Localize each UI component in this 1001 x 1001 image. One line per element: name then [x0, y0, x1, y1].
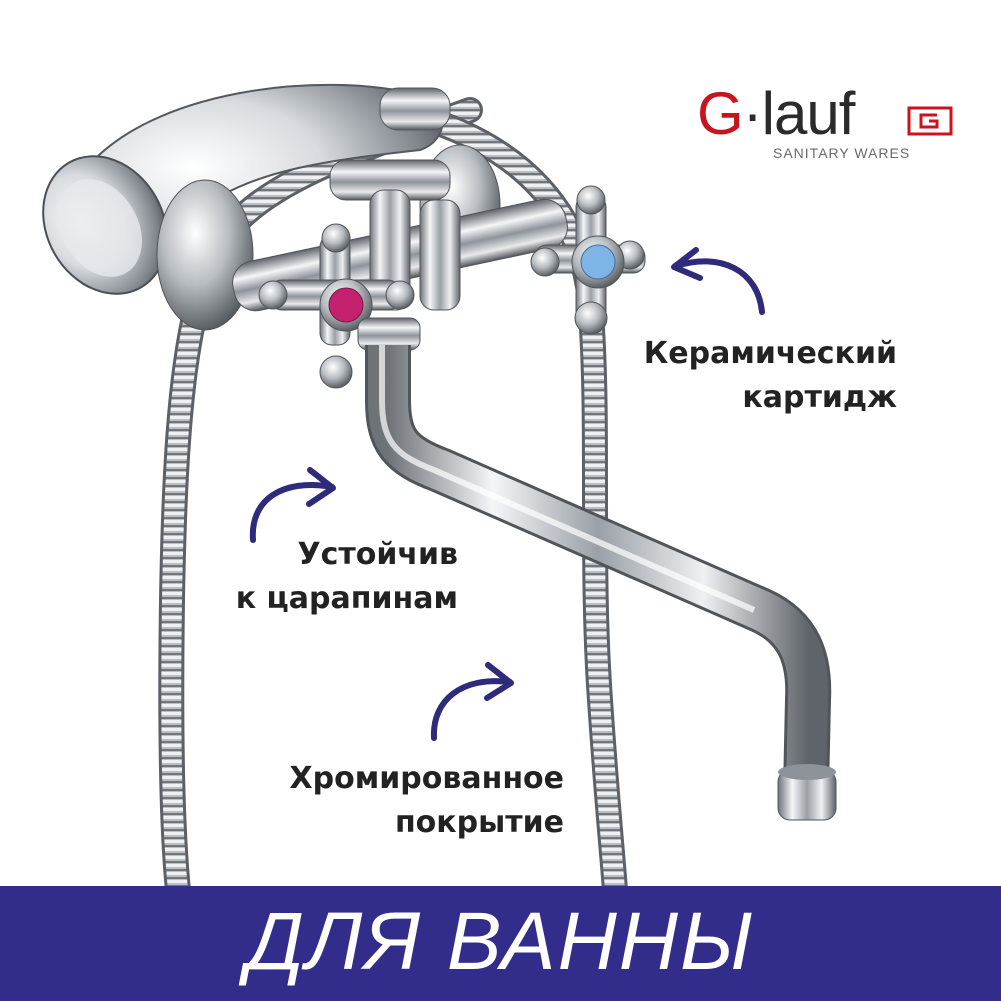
brand-dot: · — [742, 80, 763, 147]
feature-scratch-line1: Устойчив — [297, 537, 458, 572]
feature-chrome-coating: Хромированное покрытие — [290, 757, 564, 845]
brand-wordmark: G·lauf — [697, 84, 855, 144]
feature-chrome-line2: покрытие — [394, 805, 564, 840]
brand-mark-icon — [907, 106, 953, 136]
brand-name: lauf — [761, 80, 856, 147]
banner-title: ДЛЯ ВАННЫ — [246, 896, 755, 987]
brand-tagline: SANITARY WARES — [773, 145, 911, 161]
shower-head-image — [42, 83, 451, 295]
feature-ceramic-line1: Керамический — [643, 336, 897, 371]
feature-chrome-line1: Хромированное — [289, 761, 564, 796]
feature-scratch-resistant: Устойчив к царапинам — [236, 533, 458, 621]
feature-ceramic-cartridge: Керамический картидж — [644, 332, 897, 420]
feature-ceramic-line2: картидж — [742, 380, 897, 415]
feature-scratch-line2: к царапинам — [235, 581, 458, 616]
usage-banner: ДЛЯ ВАННЫ — [0, 886, 1001, 1001]
brand-logo: G·lauf SANITARY WARES — [697, 84, 967, 164]
brand-initial: G — [697, 80, 744, 147]
